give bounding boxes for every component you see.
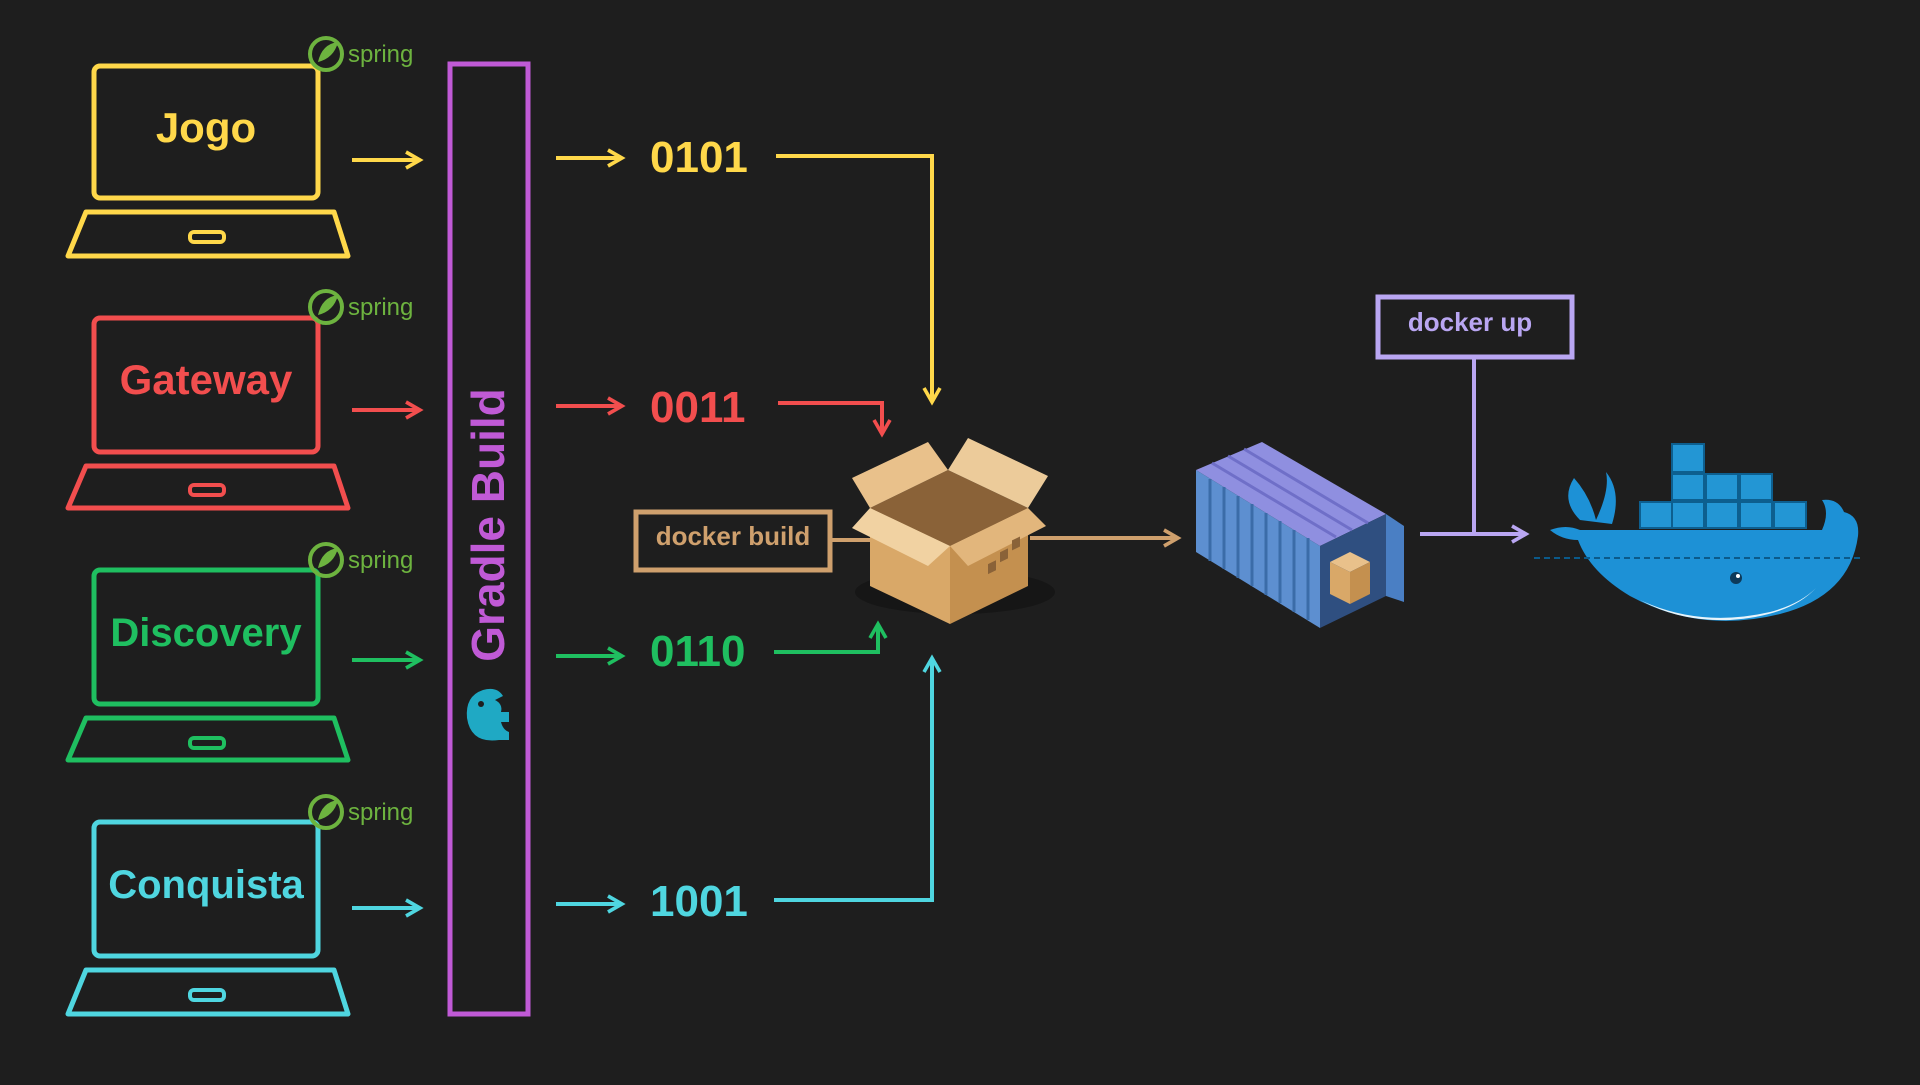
service-jogo: Jogo bbox=[65, 63, 351, 259]
connector-jogo-to-box bbox=[776, 154, 942, 406]
gradle-build-bar: Gradle Build bbox=[447, 61, 531, 1017]
laptop-touchpad-gateway bbox=[188, 483, 226, 497]
connector-gateway-to-box bbox=[778, 401, 892, 438]
service-discovery: Discovery bbox=[65, 567, 351, 763]
gradle-elephant-icon bbox=[466, 688, 509, 741]
laptop-touchpad-jogo bbox=[188, 230, 226, 244]
service-name-discovery: Discovery bbox=[110, 611, 302, 655]
service-name-gateway: Gateway bbox=[120, 356, 293, 403]
spring-label-conquista: spring bbox=[348, 799, 413, 826]
spring-logo-gateway: spring bbox=[308, 289, 413, 325]
binary-discovery: 0110 bbox=[650, 627, 745, 676]
laptop-touchpad-conquista bbox=[188, 988, 226, 1002]
spring-leaf-inner-icon bbox=[318, 548, 338, 568]
spring-leaf-inner-icon bbox=[318, 42, 338, 62]
spring-logo-jogo: spring bbox=[308, 36, 413, 72]
spring-label-discovery: spring bbox=[348, 547, 413, 574]
docker-up-text: docker up bbox=[1408, 307, 1532, 337]
binary-conquista: 1001 bbox=[650, 877, 748, 926]
spring-logo-conquista: spring bbox=[308, 794, 413, 830]
spring-logo-discovery: spring bbox=[308, 542, 413, 578]
gradle-build-frame bbox=[447, 61, 531, 1017]
docker-build-frame bbox=[633, 509, 833, 573]
laptop-screen-gateway bbox=[91, 315, 321, 455]
connector-conquista-to-box bbox=[774, 654, 942, 902]
gradle-build-label: Gradle Build bbox=[462, 388, 514, 661]
shipping-container-icon bbox=[1196, 442, 1404, 628]
docker-up-label-box: docker up bbox=[1375, 294, 1575, 534]
docker-whale-icon bbox=[1534, 443, 1860, 621]
laptop-screen-jogo bbox=[91, 63, 321, 201]
connector-discovery-to-box bbox=[774, 620, 888, 654]
docker-build-text: docker build bbox=[656, 521, 811, 551]
laptop-base-gateway bbox=[65, 463, 351, 511]
service-gateway: Gateway bbox=[65, 315, 351, 511]
spring-label-gateway: spring bbox=[348, 294, 413, 321]
laptop-base-discovery bbox=[65, 715, 351, 763]
laptop-touchpad-discovery bbox=[188, 736, 226, 750]
cardboard-box-icon bbox=[852, 438, 1055, 624]
binary-gateway: 0011 bbox=[650, 383, 745, 432]
spring-label-jogo: spring bbox=[348, 41, 413, 68]
spring-leaf-icon bbox=[308, 289, 344, 325]
spring-leaf-inner-icon bbox=[318, 800, 338, 820]
laptop-base-jogo bbox=[65, 209, 351, 259]
docker-build-label-box: docker build bbox=[633, 509, 870, 573]
binary-jogo: 0101 bbox=[650, 133, 748, 182]
laptop-screen-conquista bbox=[91, 819, 321, 959]
spring-leaf-icon bbox=[308, 542, 344, 578]
spring-leaf-inner-icon bbox=[318, 295, 338, 315]
spring-leaf-icon bbox=[308, 794, 344, 830]
laptop-screen-discovery bbox=[91, 567, 321, 707]
service-name-conquista: Conquista bbox=[108, 863, 304, 907]
service-conquista: Conquista bbox=[65, 819, 351, 1017]
spring-leaf-icon bbox=[308, 36, 344, 72]
docker-up-frame bbox=[1375, 294, 1575, 360]
laptop-base-conquista bbox=[65, 967, 351, 1017]
service-name-jogo: Jogo bbox=[156, 104, 256, 151]
